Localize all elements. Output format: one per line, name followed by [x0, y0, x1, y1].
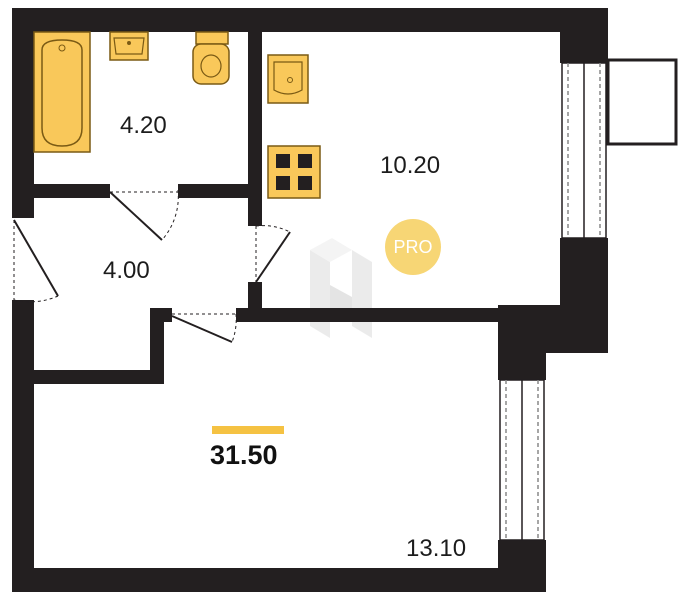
door-icon [12, 189, 291, 343]
pro-badge: PRO [385, 219, 441, 275]
hallway-area-label: 4.00 [103, 257, 150, 284]
toilet-icon [192, 31, 230, 85]
bathroom-area-label: 4.20 [120, 112, 167, 139]
sink-icon [267, 54, 309, 104]
watermark-logo [310, 238, 372, 338]
bathtub-icon [33, 31, 91, 153]
total-area-label: 31.50 [210, 440, 278, 470]
window-icon [561, 62, 607, 239]
balcony [606, 58, 678, 146]
kitchen-area-label: 10.20 [380, 152, 441, 179]
window-icon [499, 379, 545, 541]
walls [12, 8, 608, 592]
living-room-area-label: 13.10 [406, 535, 467, 562]
sink-icon [109, 31, 149, 61]
total-area-accent-bar [212, 426, 284, 434]
stove-icon [267, 145, 321, 199]
